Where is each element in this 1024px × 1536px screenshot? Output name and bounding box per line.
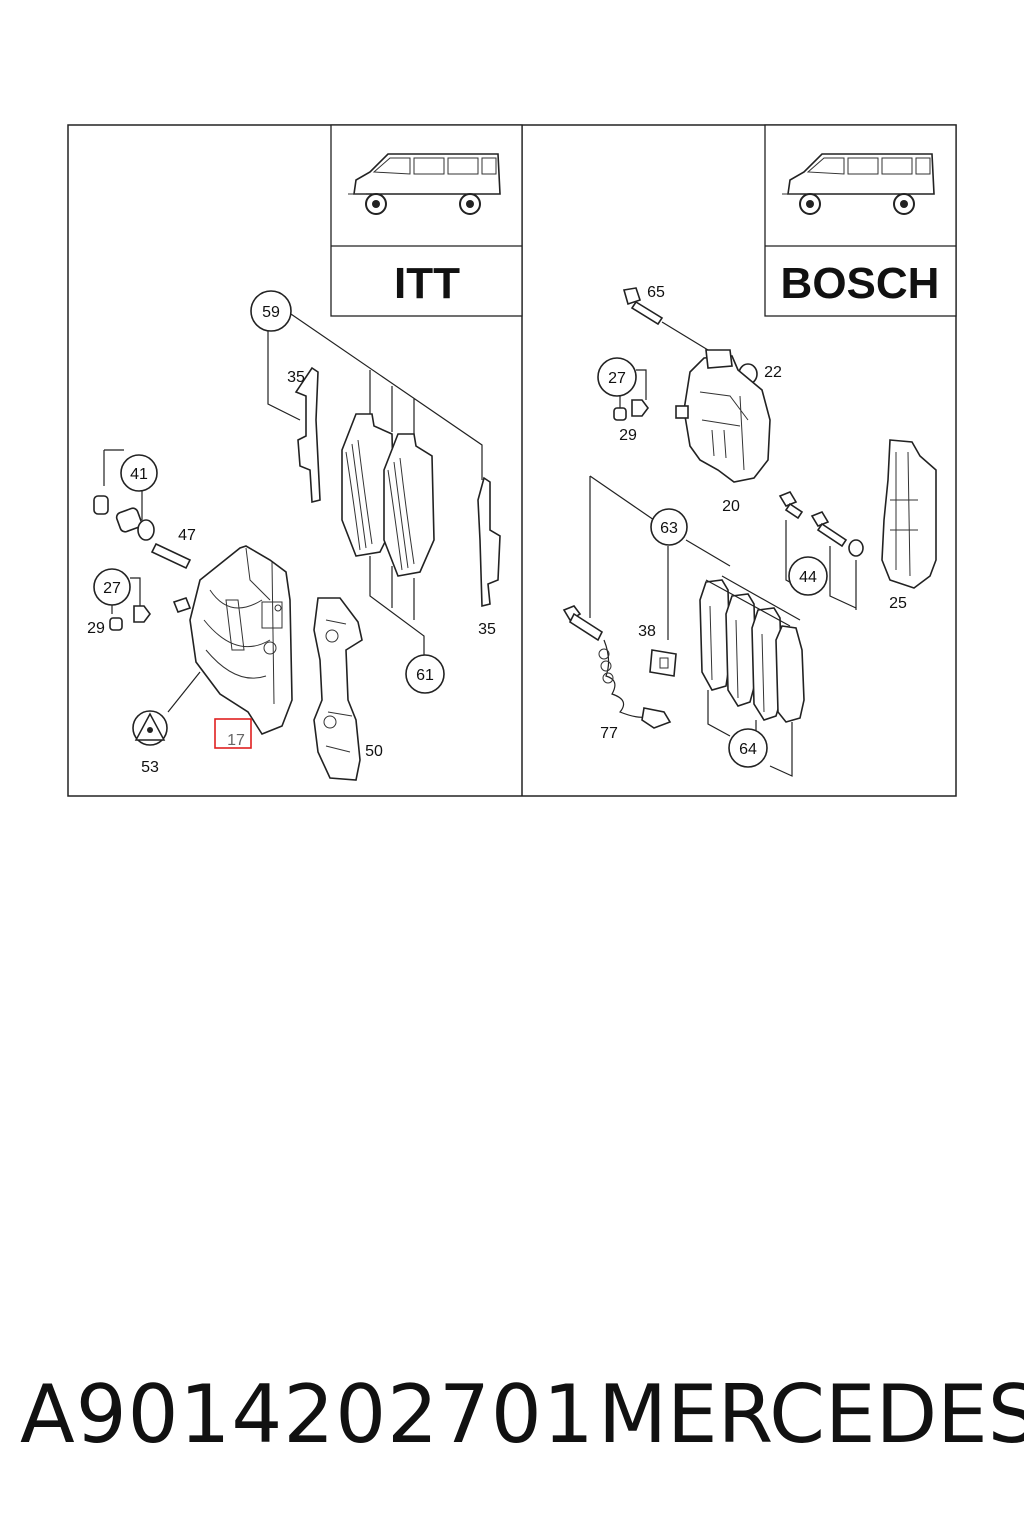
leader-64	[705, 575, 801, 777]
callout-41: 41	[120, 454, 158, 492]
guide-bolt	[778, 491, 798, 507]
spring-clip	[294, 366, 321, 504]
svg-text:41: 41	[130, 466, 148, 483]
caliper-bolt	[630, 300, 664, 326]
callout-27: 27	[93, 568, 131, 606]
wear-sensor	[562, 605, 672, 729]
guide-pin	[150, 542, 192, 570]
caliper-housing-itt	[189, 545, 293, 735]
brake-pads-itt	[341, 413, 435, 577]
callout-65: 65	[647, 284, 665, 301]
svg-text:17: 17	[227, 732, 245, 749]
callout-77: 77	[600, 725, 618, 742]
svg-text:27: 27	[608, 370, 626, 387]
callout-20: 20	[722, 498, 740, 515]
callout-44: 44	[788, 556, 828, 596]
brand-label-bosch: BOSCH	[781, 259, 940, 308]
bleed-cap	[613, 407, 627, 421]
bleed-screw	[133, 605, 151, 623]
leader-63	[589, 475, 731, 640]
callout-17-highlight: 17	[214, 718, 252, 749]
caliper-housing-bosch	[675, 349, 771, 483]
brand-label-itt: ITT	[394, 259, 460, 308]
part-number: A9014202701	[20, 1368, 595, 1461]
guide-bushing	[848, 539, 864, 557]
guide-bolt	[816, 522, 848, 548]
svg-text:44: 44	[799, 569, 817, 586]
callout-53: 53	[141, 759, 159, 776]
leader-59	[267, 311, 483, 480]
van-icon	[782, 153, 935, 215]
pad-clip	[649, 649, 677, 677]
svg-text:63: 63	[660, 520, 678, 537]
leader-65	[661, 321, 709, 351]
callout-35: 35	[287, 369, 305, 386]
bleed-cap	[109, 617, 123, 631]
callout-29: 29	[619, 427, 637, 444]
callout-59: 59	[250, 290, 292, 332]
callout-35: 35	[478, 621, 496, 638]
callout-50: 50	[365, 743, 383, 760]
callout-64: 64	[728, 728, 768, 768]
bleed-screw	[172, 597, 192, 613]
callout-61: 61	[405, 654, 445, 694]
callout-47: 47	[178, 527, 196, 544]
left-van-box: ITT	[330, 124, 523, 317]
caliper-carrier-itt	[313, 597, 363, 781]
guide-bolt	[810, 511, 830, 527]
callout-29: 29	[87, 620, 105, 637]
callout-25: 25	[889, 595, 907, 612]
van-icon	[348, 153, 501, 215]
bleed-screw	[631, 399, 649, 417]
leader-53	[167, 671, 201, 713]
callout-38: 38	[638, 623, 656, 640]
callout-27: 27	[597, 357, 637, 397]
right-van-box: BOSCH	[764, 124, 957, 317]
manufacturer-name: MERCEDES	[598, 1368, 1024, 1461]
leader-61	[369, 556, 425, 656]
caliper-bolt	[622, 287, 642, 306]
guide-bolt	[784, 502, 804, 520]
guide-sleeve	[93, 495, 155, 541]
svg-text:61: 61	[416, 667, 434, 684]
spring-clip	[477, 476, 501, 608]
svg-text:64: 64	[739, 741, 757, 758]
caliper-carrier-bosch	[881, 439, 937, 589]
brake-pads-bosch	[699, 579, 805, 723]
triangle-cap	[132, 710, 168, 746]
callout-63: 63	[650, 508, 688, 546]
svg-text:27: 27	[103, 580, 121, 597]
brake-parts-diagram: ITT BOSCH	[67, 124, 957, 797]
callout-22: 22	[764, 364, 782, 381]
svg-text:59: 59	[262, 304, 280, 321]
